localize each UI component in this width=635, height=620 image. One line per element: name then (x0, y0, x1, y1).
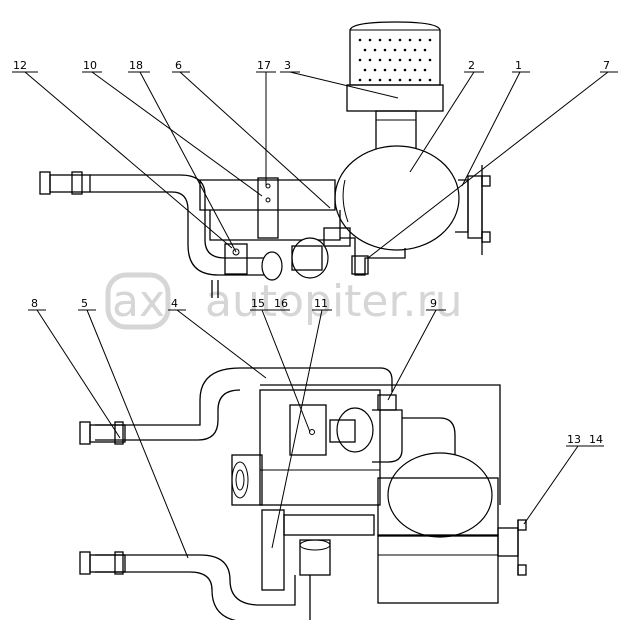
air-filter-housing (334, 145, 460, 251)
callout-10: 10 (83, 59, 97, 72)
watermark: ax autopiter.ru (105, 272, 463, 330)
hose-end-left-top (39, 171, 51, 195)
turbocharger-bottom (329, 394, 456, 463)
air-filter-side (387, 452, 493, 538)
callout-11: 11 (314, 297, 328, 310)
callout-6: 6 (175, 59, 182, 72)
turbocharger-top (224, 237, 329, 281)
bottom-view (79, 367, 527, 620)
intake-pipe-5 (95, 554, 296, 606)
callout-5: 5 (81, 297, 88, 310)
bracket-11 (261, 509, 285, 591)
watermark-logo: ax (112, 276, 165, 327)
top-view (39, 21, 491, 298)
outlet-13-14 (497, 527, 519, 557)
engine-block-side (259, 389, 381, 506)
callout-9: 9 (430, 297, 437, 310)
callout-8: 8 (31, 297, 38, 310)
callout-1: 1 (515, 59, 522, 72)
filter-perforation (358, 38, 432, 82)
callout-12: 12 (13, 59, 27, 72)
callout-4: 4 (171, 297, 178, 310)
hose-end-left-middle (79, 421, 91, 445)
callout-14: 14 (589, 433, 603, 446)
callout-13: 13 (567, 433, 581, 446)
callout-7: 7 (603, 59, 610, 72)
callout-18: 18 (129, 59, 143, 72)
filter-base (377, 534, 499, 604)
callout-leaders (12, 71, 618, 559)
watermark-text: autopiter.ru (205, 276, 463, 327)
callout-16: 16 (274, 297, 288, 310)
callout-15: 15 (251, 297, 265, 310)
callout-17: 17 (257, 59, 271, 72)
bracket-17 (257, 177, 279, 239)
hose-end-left-bottom (79, 551, 91, 575)
bracket-15-16 (289, 404, 327, 456)
intake-pipe-12 (90, 174, 270, 259)
engine-block-top (199, 179, 336, 211)
callout-2: 2 (468, 59, 475, 72)
intake-pipe-4 (260, 384, 501, 505)
watermark-logo-frame (105, 272, 171, 330)
callout-3: 3 (284, 59, 291, 72)
callout-labels: 12 10 18 6 17 3 2 1 7 8 5 4 15 16 11 9 1… (13, 59, 610, 446)
